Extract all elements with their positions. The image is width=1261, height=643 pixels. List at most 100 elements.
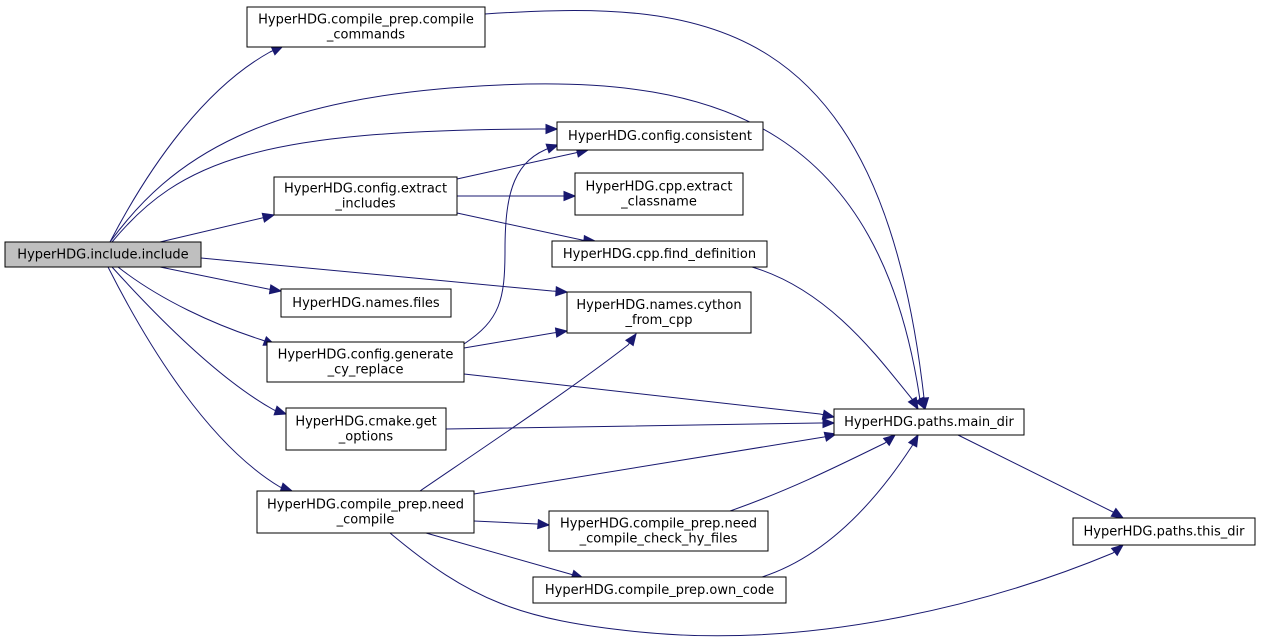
node-box — [256, 490, 475, 534]
node-label: HyperHDG.config.extract — [284, 182, 447, 197]
node-extract-includes[interactable]: HyperHDG.config.extract_includes — [273, 176, 458, 216]
node-box — [273, 176, 458, 216]
arrowhead — [1110, 544, 1125, 557]
node-label: HyperHDG.cpp.extract — [586, 180, 733, 195]
edge-line — [473, 433, 837, 495]
node-extract-classname[interactable]: HyperHDG.cpp.extract_classname — [574, 172, 744, 216]
edge-include-to-get_options — [111, 266, 288, 416]
arrowhead — [918, 397, 930, 411]
edge-generate_cy_replace-to-main_dir — [463, 373, 836, 420]
edge-line — [761, 434, 919, 578]
node-cython-from-cpp[interactable]: HyperHDG.names.cython_from_cpp — [566, 291, 752, 334]
edge-include-to-main_dir — [109, 83, 926, 411]
node-consistent[interactable]: HyperHDG.config.consistent — [556, 121, 764, 151]
edge-line — [463, 373, 835, 418]
edge-get_options-to-main_dir — [445, 417, 836, 430]
node-label: _from_cpp — [625, 313, 693, 328]
edge-find_definition-to-main_dir — [751, 266, 919, 411]
arrowhead — [882, 434, 897, 447]
arrowhead — [545, 143, 560, 154]
arrowhead — [822, 417, 836, 429]
edge-own_code-to-main_dir — [761, 433, 919, 578]
node-label: _compile — [336, 513, 395, 528]
node-generate-cy-replace[interactable]: HyperHDG.config.generate_cy_replace — [266, 341, 465, 383]
node-find-definition[interactable]: HyperHDG.cpp.find_definition — [551, 240, 768, 268]
arrowhead — [1110, 507, 1125, 519]
node-box — [551, 240, 768, 268]
edge-line — [463, 330, 568, 349]
edge-need_compile-to-this_dir — [389, 532, 1125, 637]
node-this-dir[interactable]: HyperHDG.paths.this_dir — [1072, 517, 1256, 546]
arrowhead — [624, 332, 637, 347]
node-label: HyperHDG.paths.main_dir — [844, 415, 1014, 430]
node-own-code[interactable]: HyperHDG.compile_prep.own_code — [532, 576, 787, 604]
edge-need_compile_check-to-main_dir — [729, 434, 897, 512]
node-main-dir[interactable]: HyperHDG.paths.main_dir — [833, 408, 1025, 436]
arrowhead — [545, 123, 559, 135]
arrowhead — [563, 190, 577, 202]
node-names-files[interactable]: HyperHDG.names.files — [280, 288, 452, 318]
edge-line — [729, 434, 896, 512]
edge-line — [159, 214, 275, 243]
node-label: HyperHDG.compile_prep.need — [560, 517, 757, 532]
arrowhead — [261, 212, 276, 223]
node-box — [285, 407, 447, 451]
edge-need_compile-to-cython_from_cpp — [419, 332, 637, 492]
arrowhead — [821, 409, 836, 420]
edge-extract_includes-to-consistent — [456, 147, 590, 180]
arrowhead — [273, 405, 288, 416]
node-label: HyperHDG.config.generate — [278, 348, 454, 363]
node-need-compile-check[interactable]: HyperHDG.compile_prep.need_compile_check… — [548, 510, 769, 552]
node-box — [548, 510, 769, 552]
node-label: HyperHDG.names.cython — [576, 298, 741, 313]
edge-include-to-need_compile — [107, 266, 294, 493]
edge-include-to-consistent — [111, 123, 559, 243]
edge-include-to-extract_includes — [159, 212, 276, 243]
node-label: _includes — [334, 197, 396, 212]
edge-line — [109, 45, 284, 243]
node-label: HyperHDG.cpp.find_definition — [563, 247, 756, 262]
arrowhead — [823, 431, 838, 442]
edge-line — [957, 434, 1124, 519]
node-need-compile[interactable]: HyperHDG.compile_prep.need_compile — [256, 490, 475, 534]
node-include[interactable]: HyperHDG.include.include — [4, 241, 202, 268]
edge-line — [463, 144, 559, 345]
edge-include-to-names_files — [159, 266, 283, 295]
node-label: HyperHDG.cmake.get — [295, 415, 436, 430]
node-compile-commands[interactable]: HyperHDG.compile_prep.compile_commands — [246, 6, 486, 48]
edge-main_dir-to-this_dir — [957, 434, 1125, 519]
edge-line — [107, 266, 293, 492]
edge-line — [109, 83, 926, 410]
edge-include-to-compile_commands — [109, 45, 285, 243]
node-box — [833, 408, 1025, 436]
node-box — [246, 6, 486, 48]
arrowhead — [907, 433, 919, 448]
edge-line — [484, 10, 926, 410]
edge-need_compile-to-main_dir — [473, 431, 838, 495]
edge-extract_includes-to-find_definition — [456, 212, 597, 246]
node-label: HyperHDG.paths.this_dir — [1084, 525, 1246, 540]
node-label: _options — [338, 430, 394, 445]
arrowhead — [537, 518, 551, 530]
edge-layer — [107, 10, 1125, 637]
edge-line — [445, 422, 834, 430]
arrowhead — [907, 396, 919, 411]
edge-line — [111, 266, 287, 415]
edge-line — [751, 266, 919, 410]
node-label: HyperHDG.compile_prep.need — [267, 498, 464, 513]
edge-extract_includes-to-extract_classname — [457, 190, 577, 202]
edge-line — [117, 266, 276, 346]
node-box — [280, 288, 452, 318]
edge-line — [419, 333, 637, 492]
edge-line — [111, 128, 557, 243]
node-box — [4, 241, 202, 268]
node-box — [532, 576, 787, 604]
node-box — [556, 121, 764, 151]
node-label: HyperHDG.compile_prep.own_code — [545, 583, 774, 598]
node-box — [1072, 517, 1256, 546]
node-get-options[interactable]: HyperHDG.cmake.get_options — [285, 407, 447, 451]
node-box — [566, 291, 752, 334]
edge-include-to-generate_cy_replace — [117, 266, 277, 346]
edge-line — [159, 266, 282, 292]
